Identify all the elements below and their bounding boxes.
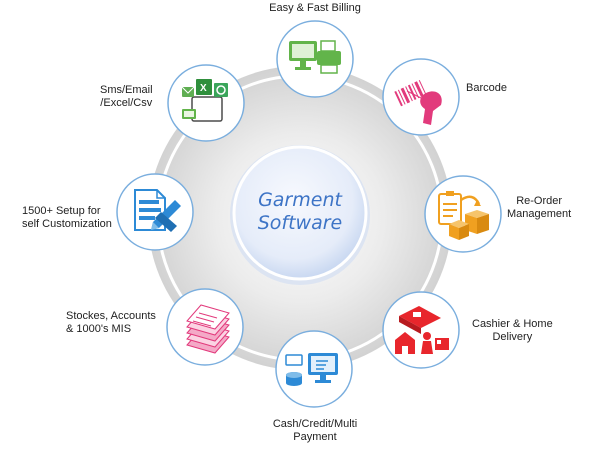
stock-papers-stack-icon (186, 304, 230, 354)
node-cashier-delivery (382, 291, 460, 369)
node-stock-mis (166, 288, 244, 366)
node-billing (276, 20, 354, 98)
label-cashier-delivery: Cashier & Home Delivery (472, 318, 553, 343)
setup-document-pencil-icon (134, 189, 181, 232)
barcode-scanner-icon (394, 79, 442, 125)
billing-computer-printer-icon (289, 40, 341, 74)
cashier-delivery-truck-icon (395, 306, 449, 354)
center-title-line2: Software (257, 212, 343, 234)
label-sms-email: Sms/Email /Excel/Csv (100, 84, 153, 109)
sms-email-excel-icon: X (181, 79, 228, 122)
reorder-clipboard-boxes-icon (438, 191, 489, 240)
label-barcode: Barcode (466, 82, 507, 94)
label-payment: Cash/Credit/Multi Payment (272, 418, 358, 443)
node-reorder (424, 175, 502, 253)
payment-computer-coins-icon (285, 353, 338, 386)
center-title-line1: Garment (258, 189, 342, 211)
label-reorder: Re-Order Management (507, 195, 572, 220)
center-circle-face (232, 145, 368, 281)
label-setup: 1500+ Setup for self Customization (22, 205, 112, 230)
node-sms-email: X (167, 64, 245, 142)
node-payment (275, 330, 353, 408)
label-stock-mis: Stockes, Accounts & 1000's MIS (66, 310, 156, 335)
svg-text:X: X (200, 83, 207, 94)
label-billing: Easy & Fast Billing (269, 2, 361, 14)
node-setup (116, 173, 194, 251)
node-barcode (382, 58, 460, 136)
